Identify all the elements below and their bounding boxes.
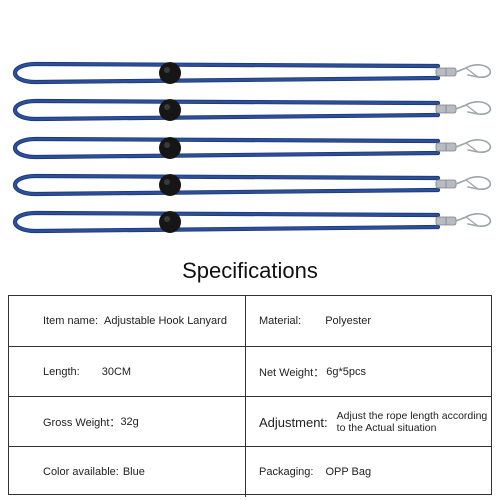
adjustment-label: Adjustment: — [259, 414, 328, 430]
snap-hook-gate — [465, 216, 479, 227]
lanyard — [13, 136, 492, 160]
toggle-slider-shine — [164, 67, 170, 73]
lanyard — [13, 61, 492, 85]
lanyard-rope-highlight — [13, 62, 440, 84]
adjustment-value: Adjust the rope length according to the … — [336, 410, 488, 434]
gross-weight-cell: Gross Weight： 32g — [9, 397, 246, 447]
toggle-slider-shine — [164, 104, 170, 110]
length-value: 30CM — [101, 366, 132, 378]
spec-table: Item name: Adjustable Hook Lanyard Mater… — [8, 295, 492, 497]
length-cell: Length: 30CM — [9, 347, 246, 397]
table-row: Color available: Blue Packaging: OPP Bag — [9, 446, 491, 497]
color-cell: Color available: Blue — [9, 447, 246, 497]
toggle-slider-icon — [159, 62, 181, 84]
lanyard-rope-highlight — [13, 137, 440, 159]
snap-hook-icon — [455, 64, 492, 78]
snap-hook-gate — [465, 179, 479, 190]
material-value: Polyester — [325, 315, 372, 327]
gross-weight-label: Gross Weight： — [43, 417, 121, 429]
item-name-label: Item name: — [43, 315, 99, 327]
lanyard-rope-highlight — [13, 174, 440, 196]
lanyard-rope-highlight — [13, 99, 440, 121]
toggle-slider-shine — [164, 142, 170, 148]
lanyard — [13, 210, 492, 234]
table-row: Length: 30CM Net Weight： 6g*5pcs — [9, 346, 491, 397]
net-weight-label: Net Weight： — [259, 367, 325, 379]
product-photo — [13, 61, 492, 234]
net-weight-value: 6g*5pcs — [326, 366, 366, 378]
snap-hook-icon — [455, 101, 492, 115]
packaging-cell: Packaging: OPP Bag — [246, 447, 491, 497]
page-title: Specifications — [182, 258, 318, 283]
snap-hook-icon — [455, 139, 492, 153]
material-label: Material: — [259, 315, 302, 327]
toggle-slider-icon — [159, 99, 181, 121]
packaging-label: Packaging: — [259, 466, 314, 478]
adjustment-cell: Adjustment: Adjust the rope length accor… — [246, 397, 491, 447]
color-value: Blue — [122, 466, 145, 478]
snap-hook-gate — [465, 67, 479, 78]
color-label: Color available: — [43, 466, 119, 478]
item-name-cell: Item name: Adjustable Hook Lanyard — [9, 296, 246, 346]
toggle-slider-icon — [159, 174, 181, 196]
net-weight-cell: Net Weight： 6g*5pcs — [246, 347, 491, 397]
snap-hook-icon — [455, 213, 492, 227]
material-cell: Material: Polyester — [246, 296, 491, 346]
snap-hook-gate — [465, 104, 479, 115]
toggle-slider-shine — [164, 216, 170, 222]
gross-weight-value: 32g — [120, 416, 139, 428]
snap-hook-icon — [455, 176, 492, 190]
toggle-slider-icon — [159, 137, 181, 159]
lanyard-rope-highlight — [13, 211, 440, 233]
lanyard — [13, 98, 492, 122]
toggle-slider-icon — [159, 211, 181, 233]
packaging-value: OPP Bag — [325, 466, 372, 478]
table-row: Gross Weight： 32g Adjustment: Adjust the… — [9, 396, 491, 447]
length-label: Length: — [43, 366, 80, 378]
toggle-slider-shine — [164, 179, 170, 185]
lanyard — [13, 173, 492, 197]
lanyard-group — [13, 61, 492, 234]
table-row: Item name: Adjustable Hook Lanyard Mater… — [9, 296, 491, 346]
item-name-value: Adjustable Hook Lanyard — [104, 315, 227, 327]
snap-hook-gate — [465, 142, 479, 153]
